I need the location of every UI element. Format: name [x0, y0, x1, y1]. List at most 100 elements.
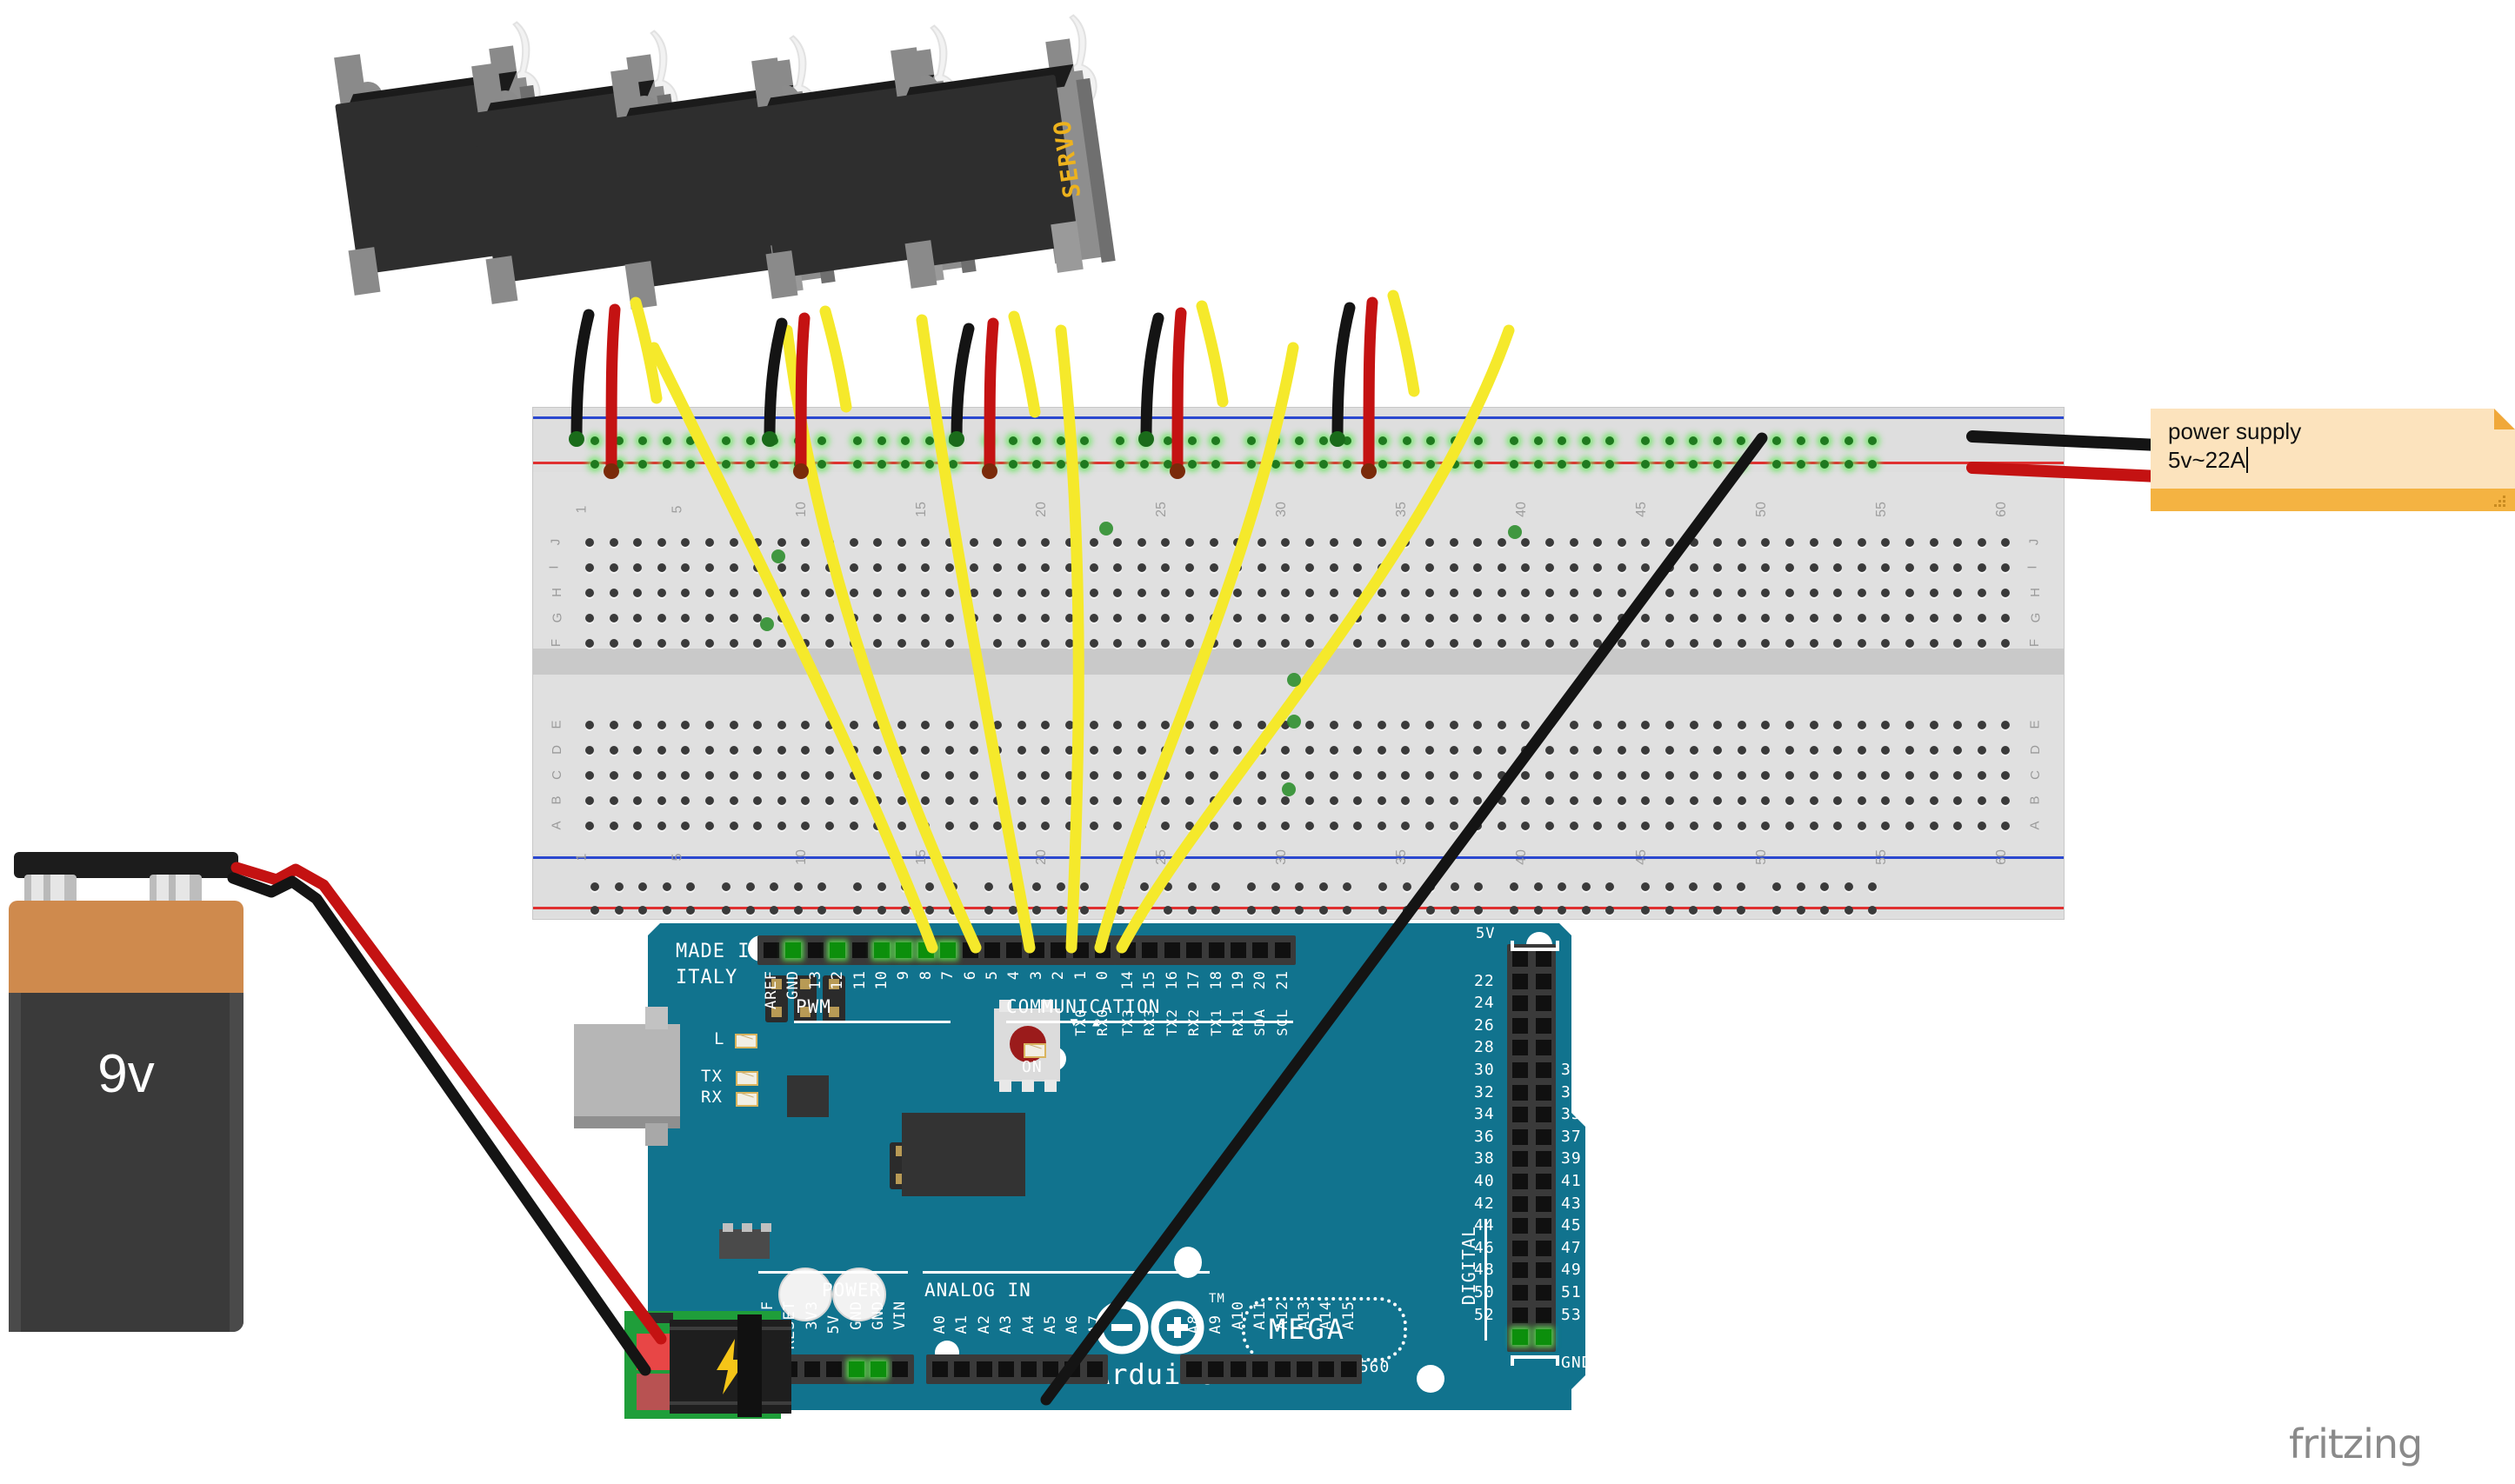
- hole-F-41[interactable]: [1545, 639, 1554, 648]
- top-rail-plus-hole-38[interactable]: [1581, 460, 1591, 469]
- hole-A-40[interactable]: [1521, 822, 1531, 830]
- hole-H-38[interactable]: [1473, 589, 1483, 597]
- hole-I-18[interactable]: [993, 563, 1003, 572]
- hole-D-57[interactable]: [1929, 746, 1938, 755]
- hole-D-11[interactable]: [825, 746, 834, 755]
- hole-F-49[interactable]: [1737, 639, 1746, 648]
- side-pin-r7c1[interactable]: [1536, 1107, 1551, 1123]
- hole-I-43[interactable]: [1593, 563, 1603, 572]
- hole-C-22[interactable]: [1089, 771, 1098, 780]
- top-rail-minus-hole-38[interactable]: [1581, 436, 1591, 445]
- servo3-signal-stub[interactable]: [1008, 310, 1041, 418]
- hole-C-59[interactable]: [1977, 771, 1986, 780]
- hole-E-41[interactable]: [1545, 721, 1554, 729]
- bottom-rail-plus-hole-48[interactable]: [1844, 906, 1853, 915]
- hole-D-36[interactable]: [1425, 746, 1434, 755]
- side-pin-r4c1[interactable]: [1536, 1040, 1551, 1056]
- hole-J-16[interactable]: [945, 538, 954, 547]
- top-rail-plus-hole-20[interactable]: [1116, 460, 1124, 469]
- arduino-mega-board[interactable]: MADE IN ITALY: [574, 923, 1618, 1410]
- hole-C-60[interactable]: [2001, 771, 2011, 780]
- hole-A-18[interactable]: [993, 822, 1003, 830]
- hole-C-55[interactable]: [1881, 771, 1891, 780]
- hole-D-31[interactable]: [1305, 746, 1314, 755]
- hole-G-34[interactable]: [1377, 614, 1386, 622]
- bottom-rail-minus-hole-10[interactable]: [853, 882, 862, 891]
- hole-G-44[interactable]: [1617, 614, 1626, 622]
- hole-F-54[interactable]: [1857, 639, 1866, 648]
- hole-J-51[interactable]: [1785, 538, 1794, 547]
- hole-G-49[interactable]: [1737, 614, 1746, 622]
- side-pin-r10c1[interactable]: [1536, 1174, 1551, 1189]
- hole-I-25[interactable]: [1161, 563, 1171, 572]
- servo4-signal-stub[interactable]: [1196, 300, 1229, 408]
- bottom-rail-plus-hole-47[interactable]: [1820, 906, 1830, 915]
- top-rail-minus-hole-21[interactable]: [1139, 436, 1149, 445]
- hole-A-42[interactable]: [1569, 822, 1578, 830]
- hole-C-14[interactable]: [897, 771, 906, 780]
- hole-C-16[interactable]: [945, 771, 954, 780]
- hole-G-52[interactable]: [1809, 614, 1818, 622]
- pin-A15[interactable]: [1340, 1361, 1357, 1377]
- hole-G-33[interactable]: [1353, 614, 1363, 622]
- hole-G-21[interactable]: [1065, 614, 1074, 622]
- hole-G-37[interactable]: [1449, 614, 1458, 622]
- hole-B-12[interactable]: [849, 796, 858, 805]
- hole-E-28[interactable]: [1233, 721, 1243, 729]
- bottom-rail-plus-hole-30[interactable]: [1378, 906, 1387, 915]
- hole-C-53[interactable]: [1833, 771, 1843, 780]
- top-rail-plus-hole-49[interactable]: [1868, 460, 1878, 469]
- hole-H-57[interactable]: [1929, 589, 1938, 597]
- bottom-rail-plus-hole-23[interactable]: [1187, 906, 1197, 915]
- hole-A-24[interactable]: [1137, 822, 1146, 830]
- hole-J-40[interactable]: [1521, 538, 1531, 547]
- hole-I-16[interactable]: [945, 563, 954, 572]
- hole-F-42[interactable]: [1569, 639, 1578, 648]
- hole-I-24[interactable]: [1137, 563, 1146, 572]
- hole-G-15[interactable]: [921, 614, 931, 622]
- hole-E-49[interactable]: [1737, 721, 1746, 729]
- hole-F-38[interactable]: [1473, 639, 1483, 648]
- hole-G-16[interactable]: [945, 614, 954, 622]
- hole-H-32[interactable]: [1329, 589, 1338, 597]
- hole-J-25[interactable]: [1161, 538, 1171, 547]
- side-pin-r13c0[interactable]: [1512, 1240, 1528, 1256]
- hole-G-55[interactable]: [1881, 614, 1891, 622]
- hole-I-41[interactable]: [1545, 563, 1554, 572]
- bottom-rail-minus-hole-47[interactable]: [1820, 882, 1830, 891]
- hole-H-1[interactable]: [585, 589, 594, 597]
- hole-H-60[interactable]: [2001, 589, 2011, 597]
- hole-H-35[interactable]: [1401, 589, 1411, 597]
- hole-B-1[interactable]: [585, 796, 594, 805]
- hole-A-13[interactable]: [873, 822, 883, 830]
- hole-F-17[interactable]: [969, 639, 978, 648]
- hole-B-17[interactable]: [969, 796, 978, 805]
- hole-I-36[interactable]: [1425, 563, 1434, 572]
- hole-D-30[interactable]: [1281, 746, 1291, 755]
- hole-J-59[interactable]: [1977, 538, 1986, 547]
- hole-C-35[interactable]: [1401, 771, 1411, 780]
- hole-J-23[interactable]: [1113, 538, 1123, 547]
- jack-terminal-plus[interactable]: [637, 1334, 673, 1370]
- hole-I-30[interactable]: [1281, 563, 1291, 572]
- hole-C-41[interactable]: [1545, 771, 1554, 780]
- hole-E-12[interactable]: [849, 721, 858, 729]
- hole-G-23[interactable]: [1113, 614, 1123, 622]
- hdr-top-right-strip[interactable]: [1114, 935, 1297, 965]
- hole-J-15[interactable]: [921, 538, 931, 547]
- top-rail-plus-hole-48[interactable]: [1844, 460, 1853, 469]
- top-rail-plus-hole-26[interactable]: [1271, 460, 1280, 469]
- hole-E-8[interactable]: [753, 721, 763, 729]
- hole-D-24[interactable]: [1137, 746, 1146, 755]
- top-rail-plus-hole-33[interactable]: [1450, 460, 1459, 469]
- hole-D-32[interactable]: [1329, 746, 1338, 755]
- hole-B-19[interactable]: [1017, 796, 1026, 805]
- hole-F-11[interactable]: [825, 639, 834, 648]
- hole-A-36[interactable]: [1425, 822, 1434, 830]
- hole-D-49[interactable]: [1737, 746, 1746, 755]
- hole-A-27[interactable]: [1209, 822, 1218, 830]
- bottom-rail-minus-hole-15[interactable]: [984, 882, 993, 891]
- hole-E-34[interactable]: [1377, 721, 1386, 729]
- hole-J-31[interactable]: [1305, 538, 1314, 547]
- hole-I-34[interactable]: [1377, 563, 1386, 572]
